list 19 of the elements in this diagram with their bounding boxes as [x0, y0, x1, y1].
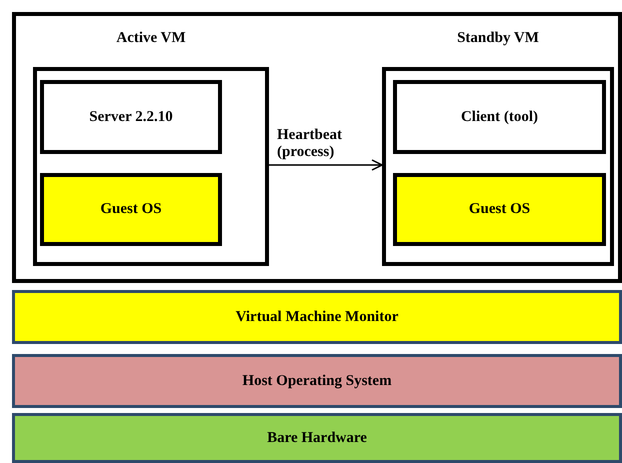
- box-label: Host Operating System: [242, 372, 392, 390]
- vm-heading: Active VM: [115, 30, 187, 47]
- box-label: Guest OS: [100, 201, 162, 218]
- arrow: [269, 159, 383, 171]
- edge-label: Heartbeat (process): [276, 127, 343, 161]
- box-label: Client (tool): [460, 108, 538, 126]
- layer-band: [12, 290, 622, 344]
- component-box: [393, 173, 606, 246]
- box-label: Virtual Machine Monitor: [236, 308, 398, 326]
- box-label: Guest OS: [468, 201, 530, 218]
- component-box: [40, 80, 222, 154]
- box-label: Server 2.2.10: [89, 108, 173, 126]
- layer-band: [12, 413, 622, 463]
- layer-band: [12, 354, 622, 408]
- vm-heading: Standby VM: [456, 30, 540, 47]
- box-label: Bare Hardware: [267, 430, 367, 446]
- component-box: [40, 173, 222, 246]
- component-box: [393, 80, 606, 154]
- container-box: [12, 12, 622, 283]
